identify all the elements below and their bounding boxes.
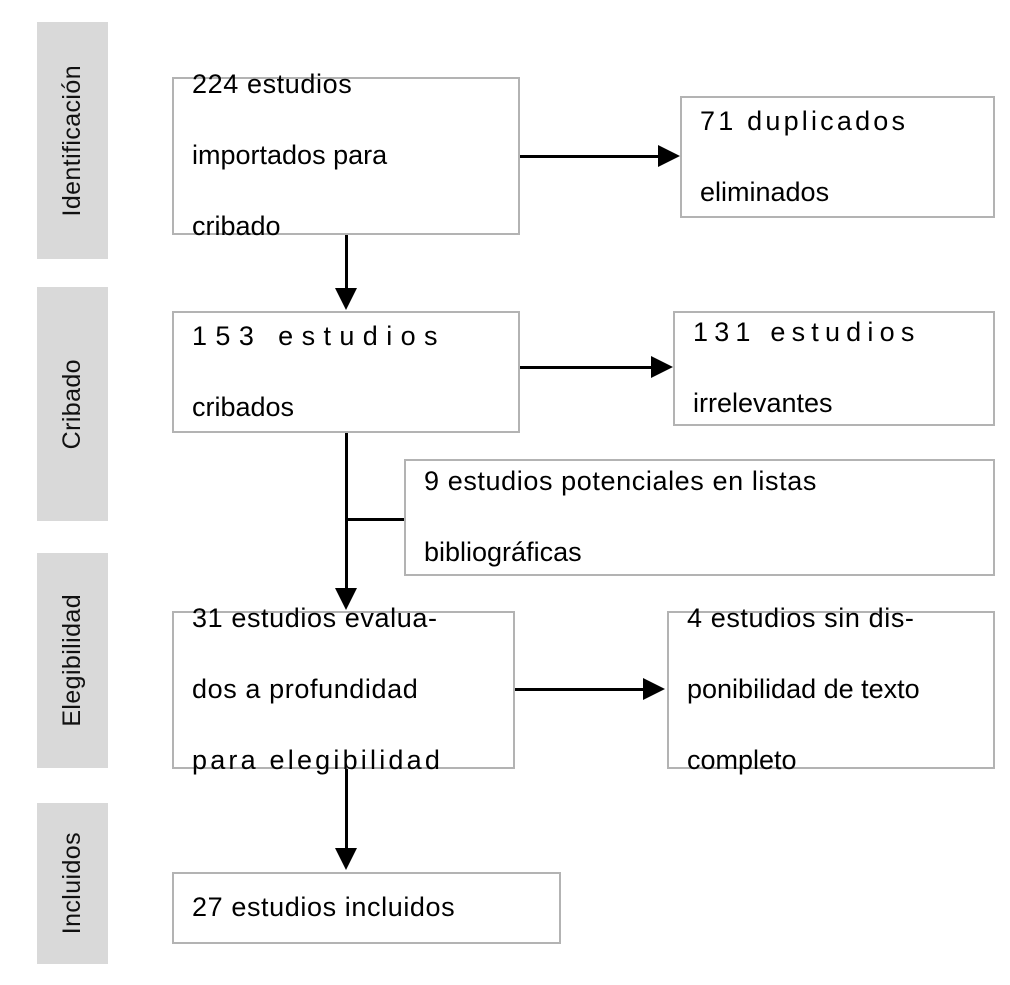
box-irrelevant-line-1: 131 estudios <box>693 317 921 348</box>
stage-band-cribado: Cribado <box>37 287 108 521</box>
stage-band-identificacion: Identificación <box>37 22 108 259</box>
box-duplicates-line-2: eliminados <box>700 176 830 207</box>
connector-bibliography-to-mainline <box>346 518 404 521</box>
box-imported-studies-text: 224 estudios importados para cribado <box>174 31 518 280</box>
box-imported-line-1: 224 estudios <box>192 68 353 99</box>
stage-label-cribado: Cribado <box>58 358 86 450</box>
box-studies-included: 27 estudios incluidos <box>172 872 561 944</box>
box-bibliography-text: 9 estudios potenciales en listas bibliog… <box>406 428 993 606</box>
box-screened-line-1: 153 estudios <box>192 320 446 351</box>
box-no-full-text-line-2: ponibilidad de texto <box>687 674 920 705</box>
connector-screened-to-irrelevant <box>520 366 653 369</box>
connector-imported-to-screened <box>345 235 348 298</box>
box-studies-assessed: 31 estudios evalua- dos a profundidad pa… <box>172 603 515 775</box>
box-irrelevant-text: 131 estudios irrelevantes <box>675 279 993 457</box>
arrowhead-imported-to-duplicates <box>658 145 680 167</box>
box-screened-line-2: cribados <box>192 391 295 422</box>
box-no-full-text-line-3: completo <box>687 745 797 776</box>
box-irrelevant-line-2: irrelevantes <box>693 388 833 419</box>
arrowhead-screened-to-assessed <box>335 588 357 610</box>
box-bibliography-studies: 9 estudios potenciales en listas bibliog… <box>404 459 995 576</box>
stage-band-incluidos: Incluidos <box>37 803 108 964</box>
box-bibliography-line-2: bibliográficas <box>424 537 582 568</box>
box-duplicates-text: 71 duplicados eliminados <box>682 68 993 246</box>
box-irrelevant-studies: 131 estudios irrelevantes <box>673 311 995 426</box>
box-imported-line-2: importados para <box>192 140 388 171</box>
box-included-line-1: 27 estudios incluidos <box>192 892 456 923</box>
stage-label-identificacion: Identificación <box>58 64 86 217</box>
box-studies-screened: 153 estudios cribados <box>172 311 520 433</box>
box-assessed-line-2: dos a profundidad <box>192 674 419 705</box>
box-assessed-line-1: 31 estudios evalua- <box>192 602 438 633</box>
connector-imported-to-duplicates <box>520 155 660 158</box>
box-assessed-line-3: para elegibilidad <box>192 745 444 776</box>
box-assessed-text: 31 estudios evalua- dos a profundidad pa… <box>174 565 513 814</box>
box-duplicates-removed: 71 duplicados eliminados <box>680 96 995 218</box>
stage-label-elegibilidad: Elegibilidad <box>58 594 86 727</box>
box-no-full-text-text: 4 estudios sin dis- ponibilidad de texto… <box>669 565 993 814</box>
arrowhead-assessed-to-no-full-text <box>643 678 665 700</box>
box-no-full-text-line-1: 4 estudios sin dis- <box>687 602 915 633</box>
box-bibliography-line-1: 9 estudios potenciales en listas <box>424 466 817 497</box>
box-imported-line-3: cribado <box>192 211 281 242</box>
stage-label-incluidos: Incluidos <box>58 832 86 935</box>
arrowhead-assessed-to-included <box>335 848 357 870</box>
box-duplicates-line-1: 71 duplicados <box>700 105 909 136</box>
box-included-text: 27 estudios incluidos <box>174 855 559 962</box>
box-screened-text: 153 estudios cribados <box>174 283 518 461</box>
arrowhead-imported-to-screened <box>335 288 357 310</box>
connector-assessed-to-included <box>345 769 348 856</box>
connector-assessed-to-no-full-text <box>515 688 645 691</box>
arrowhead-screened-to-irrelevant <box>651 356 673 378</box>
box-imported-studies: 224 estudios importados para cribado <box>172 69 520 241</box>
box-no-full-text: 4 estudios sin dis- ponibilidad de texto… <box>667 603 995 775</box>
stage-band-elegibilidad: Elegibilidad <box>37 553 108 768</box>
connector-screened-to-assessed <box>345 433 348 597</box>
